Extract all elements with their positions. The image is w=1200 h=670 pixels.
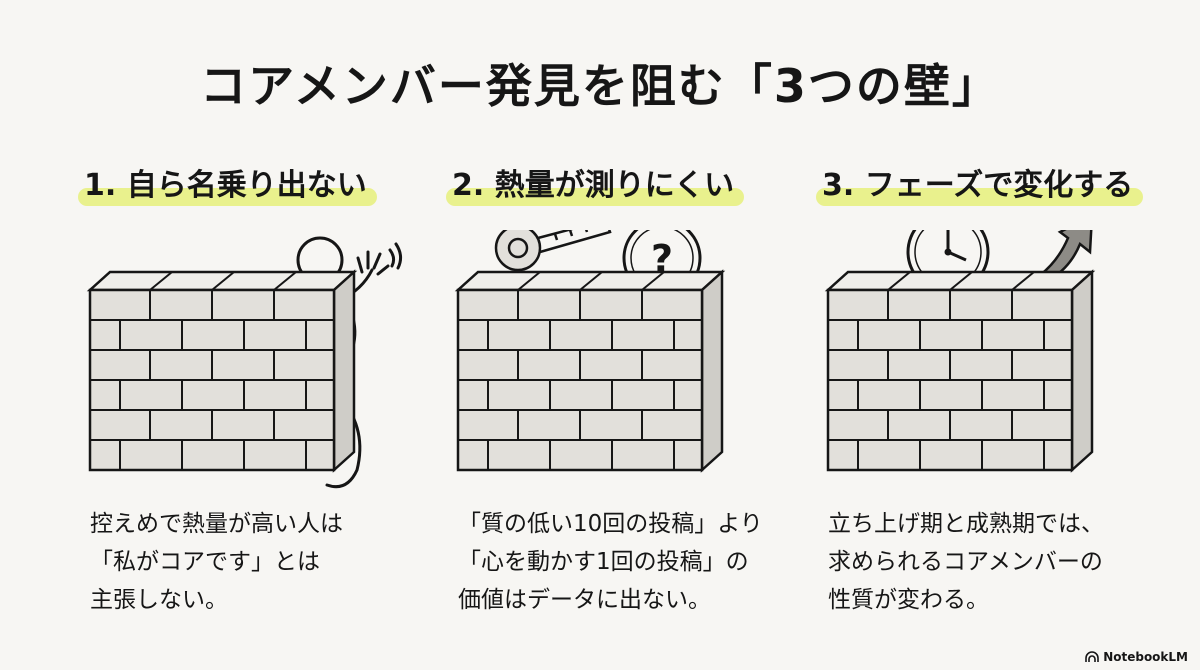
panel-description-2: 「質の低い10回の投稿」より 「心を動かす1回の投稿」の 価値はデータに出ない。 — [458, 505, 788, 619]
panel-heading-2: 2. 熱量が測りにくい — [446, 160, 745, 208]
wall-panel-3: 3. フェーズで変化する — [800, 160, 1160, 630]
panel-heading-3: 3. フェーズで変化する — [816, 160, 1144, 208]
panel-heading-text: 3. フェーズで変化する — [822, 168, 1134, 203]
wall-with-person-illustration — [86, 236, 403, 489]
description-line: 求められるコアメンバーの — [828, 549, 1103, 575]
tape-measure-icon — [494, 230, 612, 272]
heading-highlight — [816, 188, 1144, 206]
wall-with-clock-illustration — [824, 230, 1096, 473]
panel-description-1: 控えめで熱量が高い人は 「私がコアです」とは 主張しない。 — [90, 505, 420, 619]
description-line: 控えめで熱量が高い人は — [90, 511, 343, 537]
description-line: 「私がコアです」とは — [90, 549, 320, 575]
panel-heading-text: 2. 熱量が測りにくい — [452, 168, 735, 203]
brand-label: NotebookLM — [1103, 650, 1188, 664]
brick-wall-icon — [454, 269, 726, 473]
description-line: 主張しない。 — [90, 587, 228, 613]
description-line: 立ち上げ期と成熟期では、 — [828, 511, 1104, 537]
description-line: 価値はデータに出ない。 — [458, 587, 711, 613]
wall-with-measure-illustration: ? — [454, 230, 726, 473]
wall-panel-2: 2. 熱量が測りにくい ? — [430, 160, 790, 630]
brick-wall-icon — [824, 269, 1096, 473]
brand-watermark: NotebookLM — [1085, 650, 1188, 664]
page-title: コアメンバー発見を阻む「3つの壁」 — [200, 59, 1000, 113]
brick-wall-icon — [86, 269, 358, 473]
panel-heading-1: 1. 自ら名乗り出ない — [78, 160, 377, 208]
wall-panel-1: 1. 自ら名乗り出ない — [62, 160, 422, 630]
description-line: 「質の低い10回の投稿」より — [458, 511, 763, 537]
description-line: 「心を動かす1回の投稿」の — [458, 549, 749, 575]
panel-heading-text: 1. 自ら名乗り出ない — [84, 168, 367, 203]
heading-highlight — [78, 188, 377, 206]
panel-description-3: 立ち上げ期と成熟期では、 求められるコアメンバーの 性質が変わる。 — [828, 505, 1158, 619]
heading-highlight — [446, 188, 745, 206]
notebooklm-logo-icon — [1085, 651, 1099, 662]
description-line: 性質が変わる。 — [828, 587, 989, 613]
question-mark: ? — [651, 237, 673, 281]
